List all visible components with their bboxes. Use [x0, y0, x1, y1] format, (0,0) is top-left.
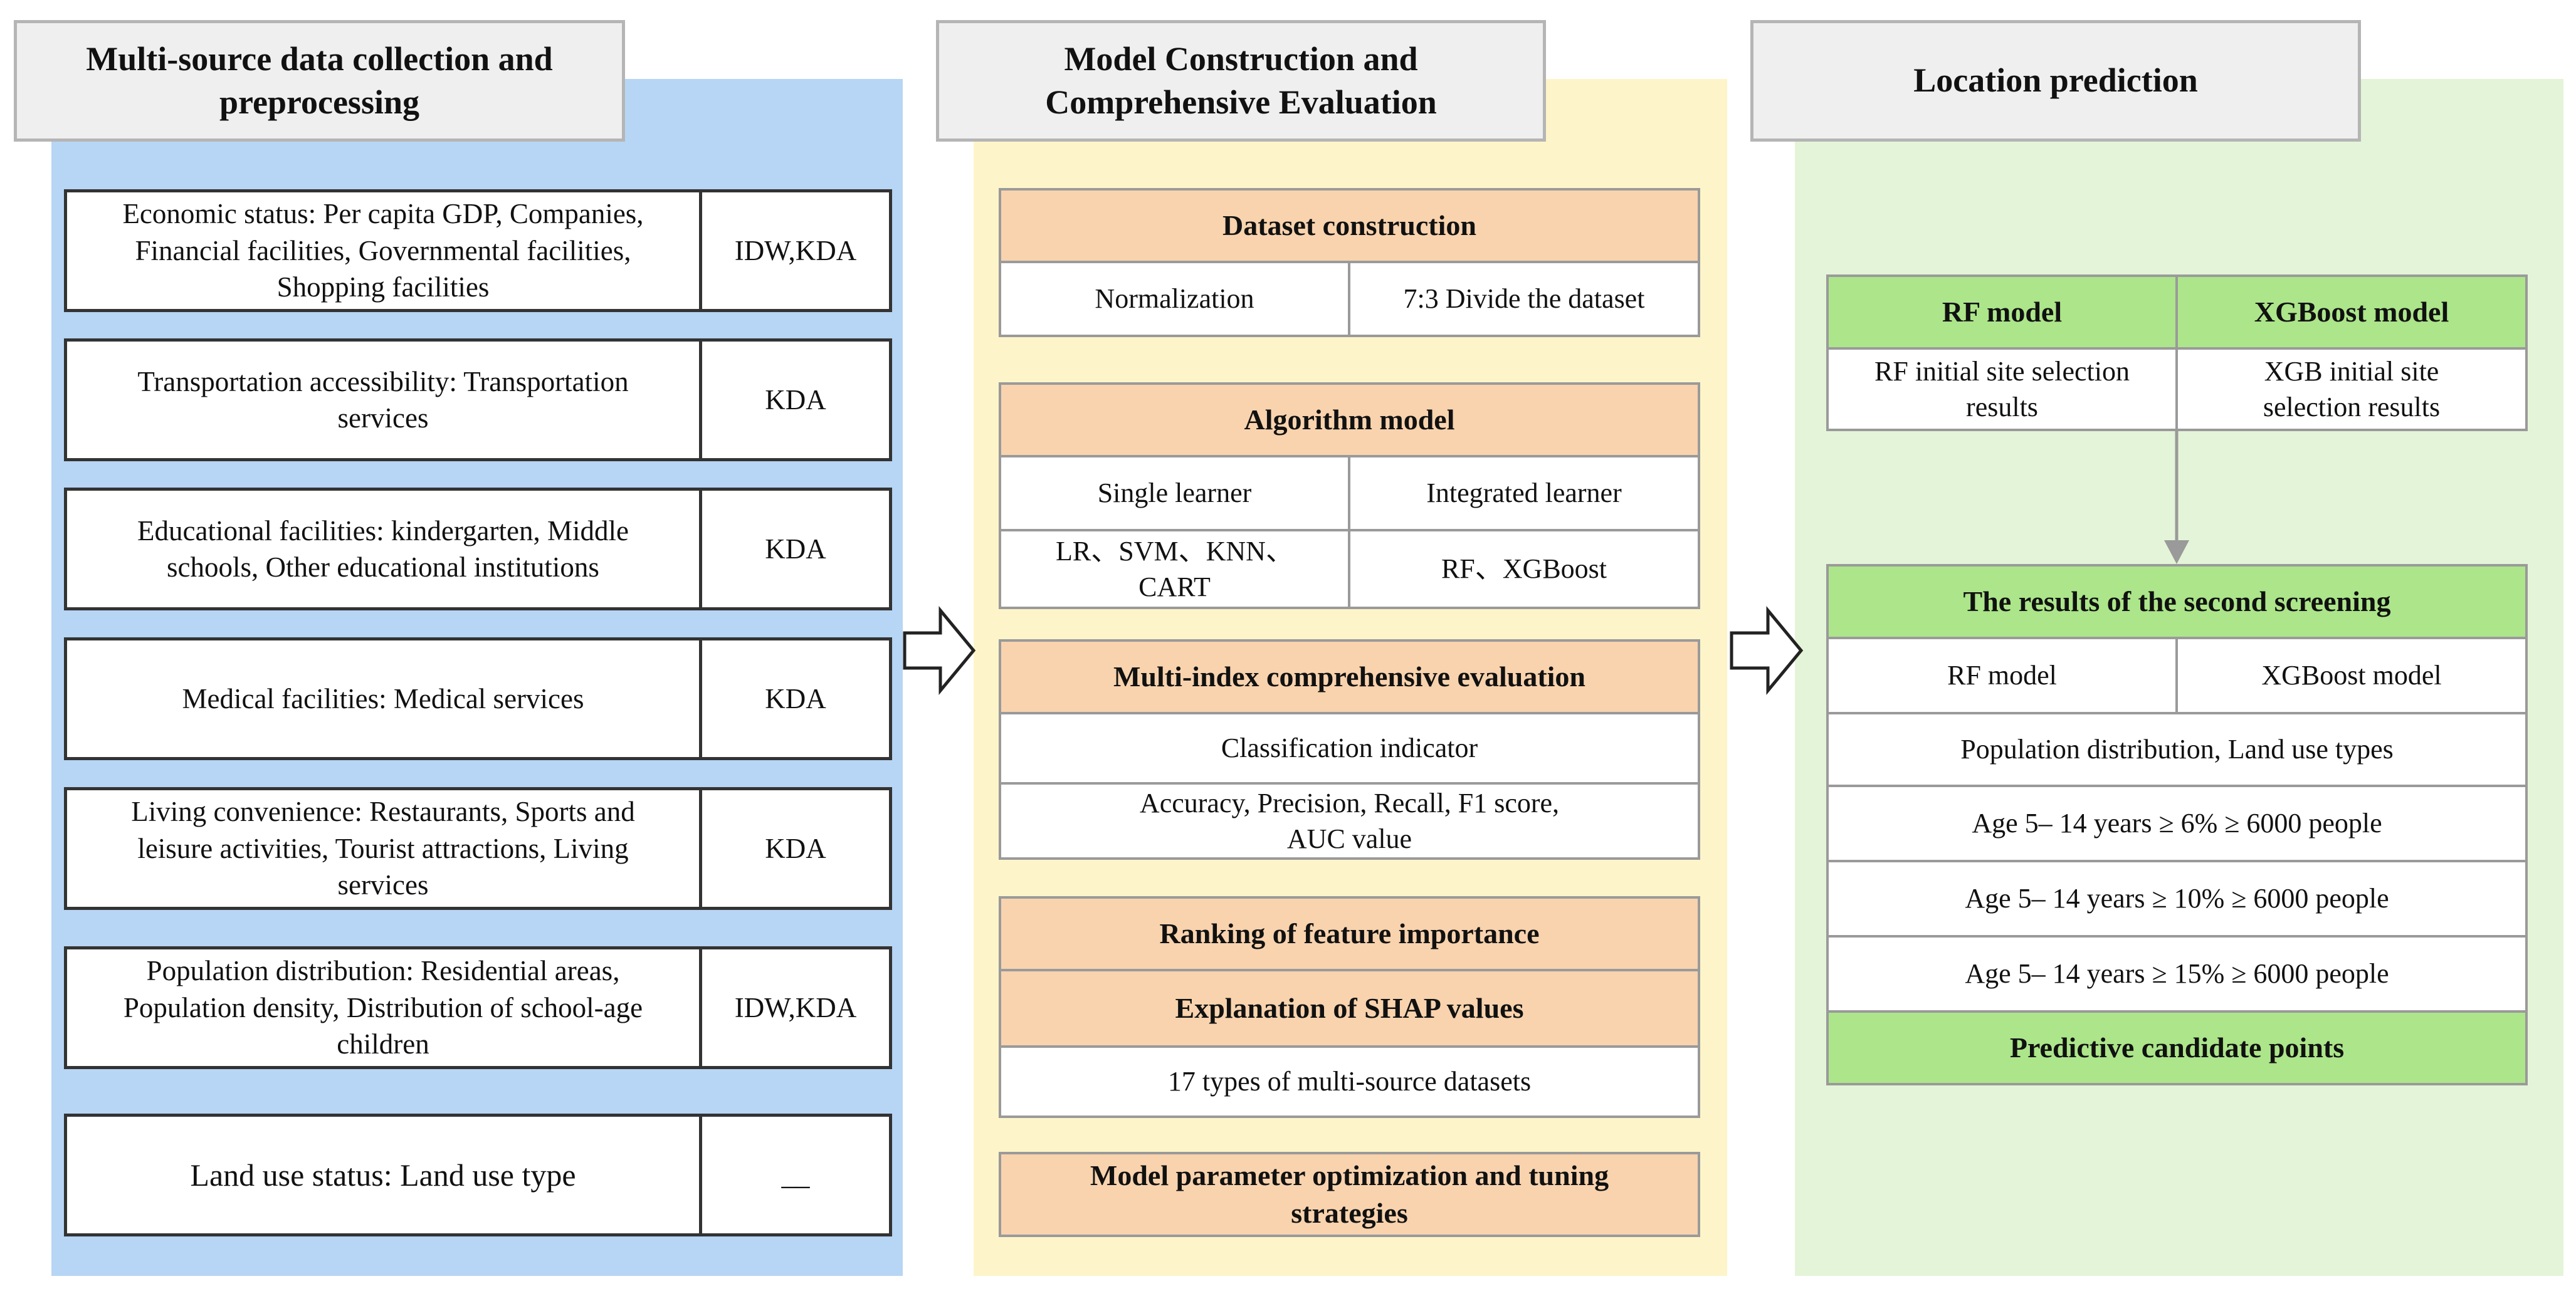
method-living-convenience: KDA [699, 787, 892, 910]
multi-source-datasets-cell: 17 types of multi-source datasets [999, 1045, 1700, 1118]
dataset-construction-title: Dataset construction [999, 188, 1700, 263]
metrics-cell: Accuracy, Precision, Recall, F1 score, A… [999, 782, 1700, 860]
factor-population-distribution: Population distribution: Residential are… [64, 946, 702, 1069]
algorithm-model-title: Algorithm model [999, 382, 1700, 457]
classification-indicator-cell: Classification indicator [999, 712, 1700, 785]
xgboost-model-cell: XGBoost model [2175, 637, 2528, 714]
factor-medical: Medical facilities: Medical services [64, 637, 702, 760]
single-learner-cell: Single learner [999, 455, 1350, 531]
arrow-right-icon [903, 606, 976, 695]
method-economic-status: IDW,KDA [699, 189, 892, 312]
divide-dataset-cell: 7:3 Divide the dataset [1348, 261, 1700, 337]
header-data-collection: Multi-source data collection and preproc… [14, 20, 625, 142]
factor-educational: Educational facilities: kindergarten, Mi… [64, 488, 702, 610]
age-threshold-row: Age 5– 14 years ≥ 15% ≥ 6000 people [1826, 935, 2528, 1013]
method-land-use: __ [699, 1114, 892, 1236]
age-threshold-row: Age 5– 14 years ≥ 10% ≥ 6000 people [1826, 860, 2528, 938]
population-land-use-cell: Population distribution, Land use types [1826, 712, 2528, 787]
multi-index-evaluation-title: Multi-index comprehensive evaluation [999, 639, 1700, 714]
rf-initial-results-cell: RF initial site selection results [1826, 347, 2178, 431]
xgb-initial-results-cell: XGB initial site selection results [2175, 347, 2528, 431]
factor-transportation: Transportation accessibility: Transporta… [64, 338, 702, 461]
xgboost-model-box: XGBoost model [2175, 274, 2528, 350]
integrated-models-cell: RF、XGBoost [1348, 529, 1700, 609]
method-transportation: KDA [699, 338, 892, 461]
arrow-right-icon [1730, 606, 1804, 695]
age-threshold-row: Age 5– 14 years ≥ 6% ≥ 6000 people [1826, 785, 2528, 862]
header-location-prediction: Location prediction [1750, 20, 2361, 142]
parameter-tuning-title: Model parameter optimization and tuning … [999, 1152, 1700, 1237]
rf-model-cell: RF model [1826, 637, 2178, 714]
second-screening-title: The results of the second screening [1826, 564, 2528, 639]
normalization-cell: Normalization [999, 261, 1350, 337]
header-model-construction: Model Construction and Comprehensive Eva… [936, 20, 1546, 142]
feature-ranking-title: Ranking of feature importance [999, 896, 1700, 971]
method-medical: KDA [699, 637, 892, 760]
rf-model-box: RF model [1826, 274, 2178, 350]
factor-land-use: Land use status: Land use type [64, 1114, 702, 1236]
single-models-cell: LR、SVM、KNN、CART [999, 529, 1350, 609]
method-population-distribution: IDW,KDA [699, 946, 892, 1069]
method-educational: KDA [699, 488, 892, 610]
integrated-learner-cell: Integrated learner [1348, 455, 1700, 531]
factor-economic-status: Economic status: Per capita GDP, Compani… [64, 189, 702, 312]
predictive-candidates-box: Predictive candidate points [1826, 1010, 2528, 1085]
factor-living-convenience: Living convenience: Restaurants, Sports … [64, 787, 702, 910]
shap-explanation-title: Explanation of SHAP values [999, 969, 1700, 1048]
